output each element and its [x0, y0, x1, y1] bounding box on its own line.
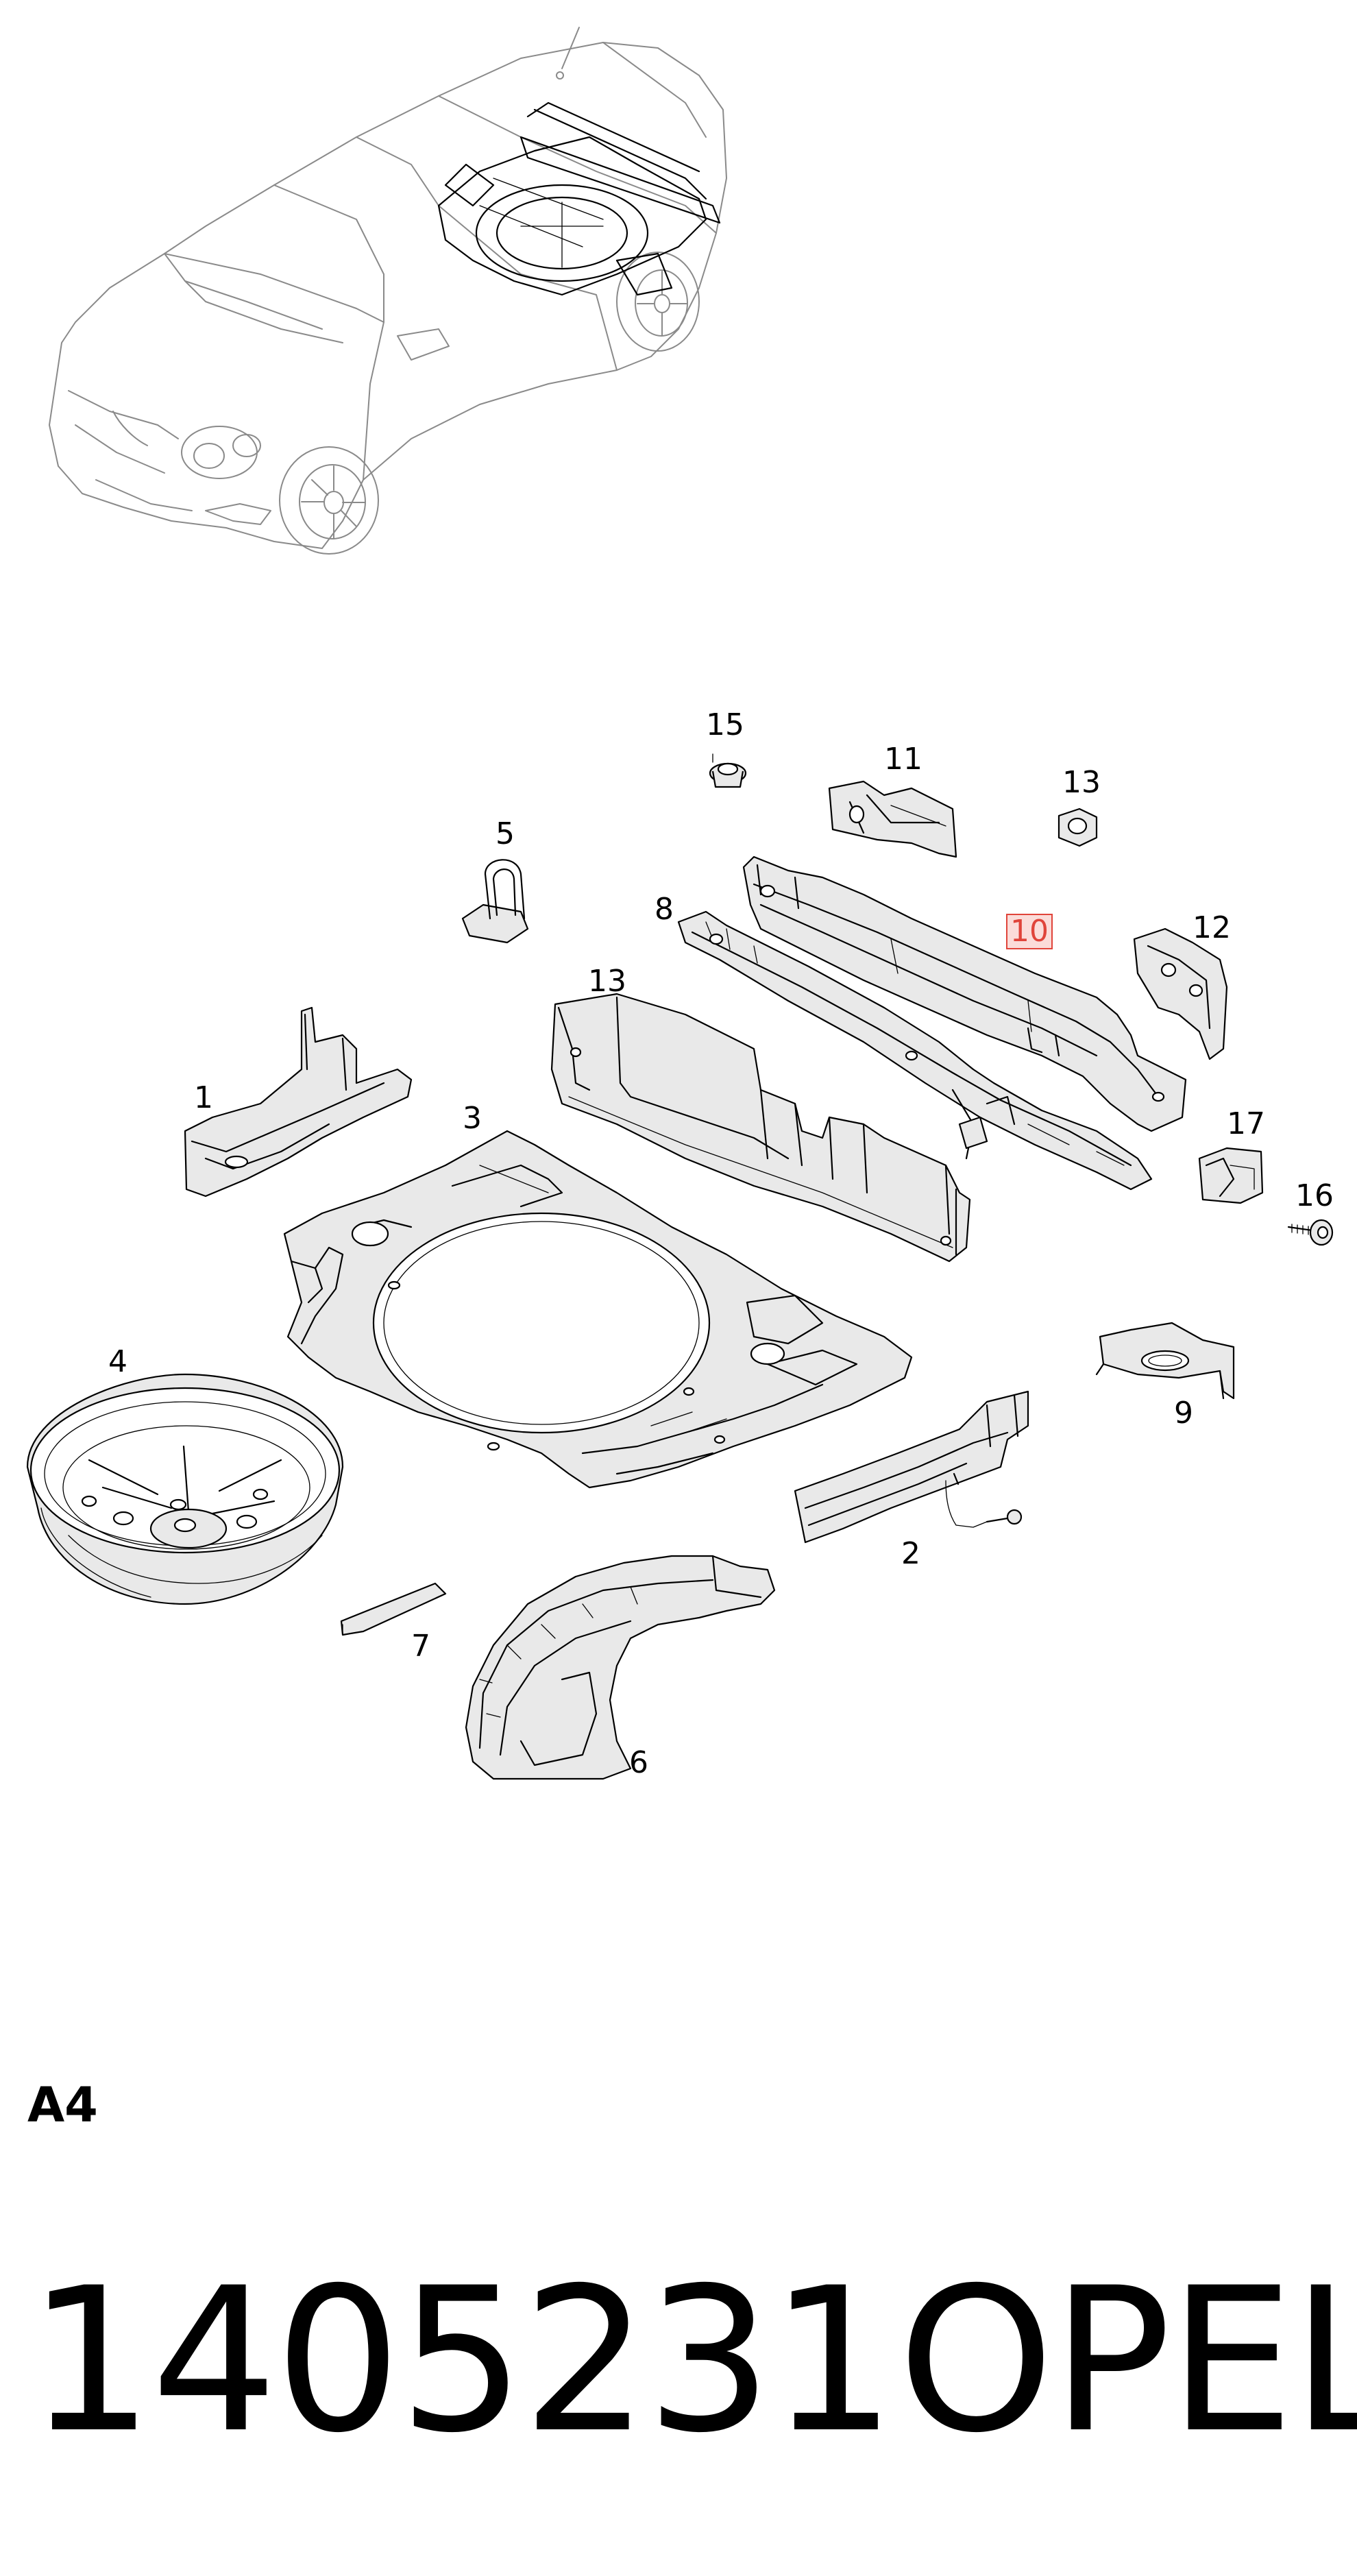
- part-7-plate: [340, 1582, 447, 1636]
- part-6-wheelhouse: [465, 1555, 776, 1780]
- part-4-spare-wheel-well: [26, 1373, 344, 1605]
- part-number: 1405231: [27, 2246, 896, 2477]
- part-9-bracket: [1095, 1322, 1235, 1400]
- vehicle-overview: [49, 27, 727, 555]
- part-5-tie-down: [461, 859, 529, 944]
- callout-6: 6: [629, 1745, 648, 1780]
- part-16-bolt: [1287, 1219, 1334, 1246]
- callout-10-highlighted: 10: [1006, 914, 1053, 949]
- callout-3: 3: [463, 1101, 482, 1136]
- callout-14: 13: [1062, 765, 1101, 800]
- part-15-clip: [709, 762, 747, 788]
- part-10-rail: [742, 855, 1187, 1132]
- part-14-nut: [1058, 807, 1098, 847]
- callout-12: 12: [1193, 910, 1231, 945]
- callout-4: 4: [108, 1344, 127, 1379]
- callout-2: 2: [901, 1536, 920, 1571]
- callout-5: 5: [496, 816, 515, 851]
- part-2-extension-right: [794, 1390, 1029, 1544]
- part-12-bracket: [1133, 927, 1228, 1060]
- callout-9: 9: [1174, 1396, 1193, 1431]
- callout-11: 11: [884, 742, 922, 777]
- brand-name: OPEL: [898, 2246, 1357, 2477]
- sheet-size-label: A4: [27, 2077, 98, 2133]
- callout-16: 16: [1295, 1178, 1334, 1213]
- callout-17: 17: [1227, 1106, 1265, 1141]
- part-3-rear-floor: [283, 1130, 913, 1489]
- part-1-extension-left: [184, 1006, 413, 1198]
- part-13-rear-panel: [550, 993, 971, 1263]
- callout-7: 7: [411, 1629, 430, 1664]
- callout-8: 8: [655, 892, 674, 927]
- part-11-bracket: [828, 780, 957, 858]
- part-8-cross-member: [677, 910, 1153, 1191]
- callout-1: 1: [194, 1080, 213, 1115]
- callout-15: 15: [706, 707, 744, 742]
- callout-13: 13: [588, 964, 626, 999]
- part-17-clip: [1198, 1147, 1264, 1204]
